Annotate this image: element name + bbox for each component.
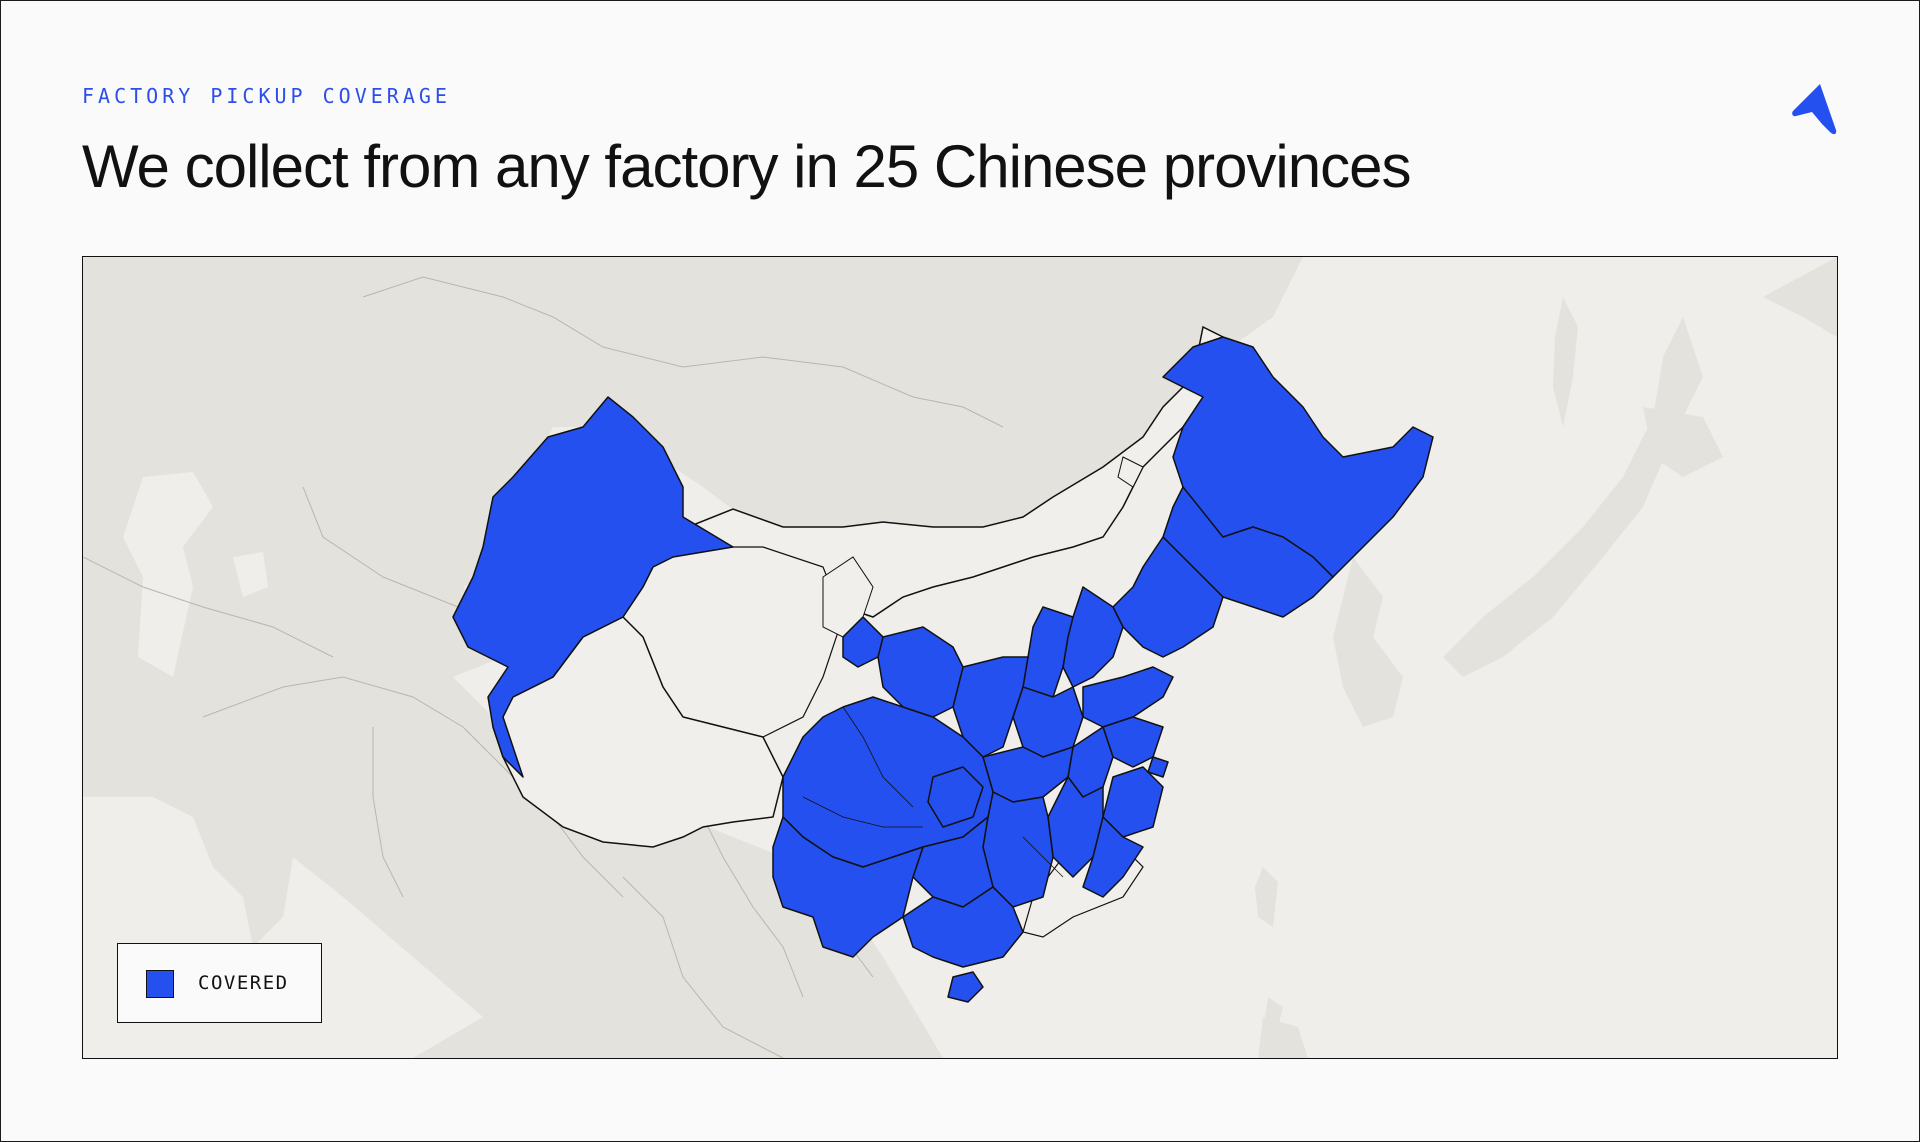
- covered-shandong: [1082, 666, 1174, 728]
- covered-yunnan: [772, 816, 924, 958]
- neighbor-land-luzon: [1265, 997, 1283, 1027]
- neighbor-land-sakhalin: [1553, 297, 1578, 427]
- covered-chongqing: [927, 766, 984, 828]
- neighbor-land-hokkaido: [1643, 407, 1723, 477]
- neighbor-land-sea-aral: [233, 552, 268, 597]
- neighbor-land-taiwan: [1255, 867, 1278, 927]
- neighbor-land-philippines: [1258, 1017, 1308, 1058]
- covered-shanghai: [1147, 756, 1169, 778]
- covered-inner-ningxia: [842, 616, 884, 668]
- page-title: We collect from any factory in 25 Chines…: [82, 133, 1412, 200]
- china-province-map: [83, 257, 1837, 1058]
- covered-internal-borders: [802, 706, 1064, 878]
- covered-shaanxi: [952, 656, 1029, 758]
- region-not-covered-beijing-tianjin: [1117, 456, 1144, 488]
- covered-liaoning: [1112, 536, 1224, 658]
- map-legend: COVERED: [117, 943, 322, 1023]
- covered-hainan: [947, 971, 984, 1003]
- coverage-map: COVERED: [82, 256, 1838, 1059]
- legend-swatch-covered: [146, 970, 174, 998]
- covered-xinjiang: [452, 396, 734, 778]
- neighbor-land-far-east: [1763, 257, 1837, 337]
- neighbor-land-japan: [1443, 317, 1703, 677]
- neighbor-land-korea: [1333, 557, 1403, 727]
- covered-guangxi: [902, 886, 1024, 968]
- eyebrow-label: FACTORY PICKUP COVERAGE: [82, 84, 451, 108]
- covered-fujian: [1082, 816, 1144, 898]
- neighbor-land-west: [83, 257, 1303, 1058]
- arrow-a-logo-icon: [1792, 84, 1837, 135]
- legend-label-covered: COVERED: [198, 972, 289, 994]
- neighbor-land-sea-caspian: [123, 472, 213, 677]
- covered-gansu-east: [877, 626, 964, 718]
